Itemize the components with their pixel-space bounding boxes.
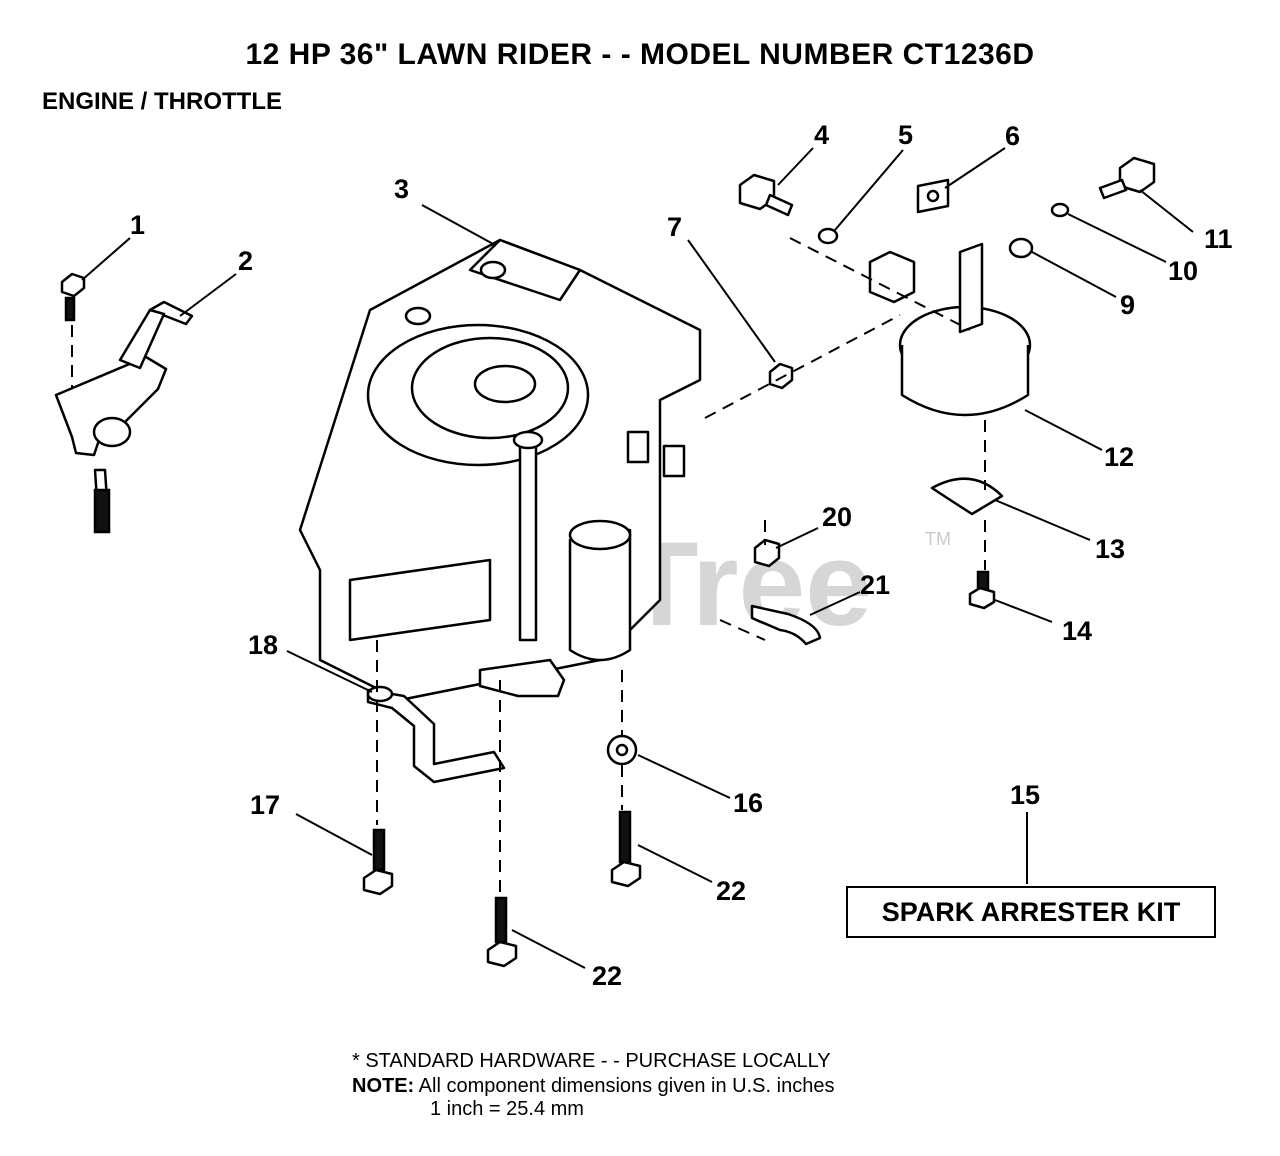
bolt-part-4[interactable]: [738, 173, 794, 217]
diagram-title: 12 HP 36" LAWN RIDER - - MODEL NUMBER CT…: [245, 38, 1035, 71]
callout-14: 14: [1062, 616, 1092, 646]
callout-6: 6: [1005, 121, 1020, 151]
bolt-part-17[interactable]: [362, 828, 394, 896]
callout-16: 16: [733, 788, 763, 818]
callout-labels: 1 2 3 4 5 6 7 9 10 11 12 13 14 15 16 17 …: [130, 120, 1233, 991]
section-subtitle: ENGINE / THROTTLE: [42, 88, 282, 115]
callout-22a: 22: [716, 876, 746, 906]
callout-11: 11: [1204, 224, 1233, 254]
callout-3: 3: [394, 174, 409, 204]
assembly-lines: [376, 237, 986, 895]
callout-17: 17: [250, 790, 280, 820]
engine-part[interactable]: [298, 238, 702, 702]
callout-10: 10: [1168, 256, 1198, 286]
callout-1: 1: [130, 210, 145, 240]
callout-9: 9: [1120, 290, 1135, 320]
throttle-control-part[interactable]: [54, 272, 194, 534]
note-prefix: NOTE:: [352, 1075, 415, 1097]
callout-18: 18: [248, 630, 278, 660]
washer-part-9[interactable]: [1008, 237, 1034, 259]
bolt-part-11[interactable]: [1098, 156, 1156, 200]
screw-part-14[interactable]: [968, 570, 996, 610]
watermark-trademark: TM: [925, 529, 951, 549]
callout-7: 7: [667, 212, 682, 242]
gasket-part-6[interactable]: [916, 178, 950, 214]
callout-21: 21: [860, 570, 890, 600]
callout-15: 15: [1010, 780, 1040, 810]
leader-lines: [81, 147, 1194, 969]
note-text: All component dimensions given in U.S. i…: [418, 1075, 835, 1097]
callout-22b: 22: [592, 961, 622, 991]
conversion-note: 1 inch = 25.4 mm: [430, 1098, 584, 1120]
nut-part-20[interactable]: [753, 538, 781, 568]
bolt-part-22b[interactable]: [486, 896, 518, 968]
callout-5: 5: [898, 120, 913, 150]
deflector-part-13[interactable]: [930, 477, 1004, 516]
callout-20: 20: [822, 502, 852, 532]
clamp-part-21[interactable]: [750, 604, 822, 646]
muffler-part[interactable]: [868, 242, 1032, 417]
callout-2: 2: [238, 246, 253, 276]
dimension-note: NOTE: All component dimensions given in …: [352, 1075, 834, 1098]
standard-hardware-note: * STANDARD HARDWARE - - PURCHASE LOCALLY: [352, 1050, 831, 1072]
lockwasher-part-10[interactable]: [1050, 202, 1070, 218]
washer-part-5[interactable]: [817, 227, 839, 245]
bolt-part-22a[interactable]: [610, 810, 642, 888]
starwasher-part-16[interactable]: [606, 734, 638, 766]
nut-part-7[interactable]: [768, 362, 794, 390]
spark-arrester-kit-box: SPARK ARRESTER KIT: [846, 886, 1216, 938]
callout-4: 4: [814, 120, 829, 150]
bracket-part-18[interactable]: [366, 685, 506, 784]
callout-13: 13: [1095, 534, 1125, 564]
callout-12: 12: [1104, 442, 1134, 472]
